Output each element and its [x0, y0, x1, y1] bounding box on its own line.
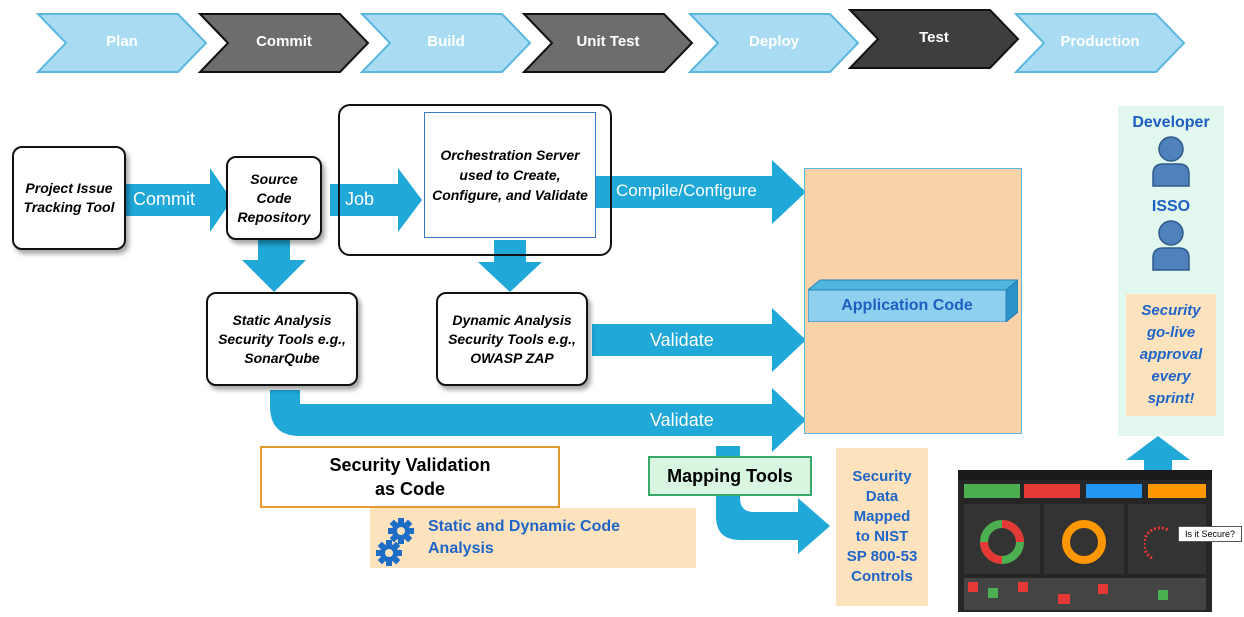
repo-down-arrow — [242, 240, 306, 292]
application-code-box: Application Code — [808, 278, 1018, 322]
isso-icon — [1152, 220, 1190, 271]
gear-icon — [376, 540, 402, 566]
commit-arrow — [126, 168, 232, 232]
orchestration-box: Orchestration Server used to Create, Con… — [424, 112, 596, 238]
stage-commit: Commit — [198, 12, 370, 74]
developer-icon — [1152, 136, 1190, 187]
mapping-tools-box: Mapping Tools — [648, 456, 812, 496]
compile-arrow — [596, 160, 806, 224]
application-code-label: Application Code — [841, 297, 973, 314]
compile-arrow-label: Compile/Configure — [616, 181, 757, 200]
developer-label: Developer — [1132, 114, 1210, 131]
approval-note: Security go-live approval every sprint! — [1126, 294, 1216, 416]
validate-arrow-label-1: Validate — [650, 330, 714, 350]
issue-tracker-box: Project Issue Tracking Tool — [12, 146, 126, 250]
stage-production: Production — [1014, 12, 1186, 74]
stage-plan: Plan — [36, 12, 208, 74]
orch-down-arrow — [478, 240, 542, 292]
gear-icon — [388, 518, 414, 544]
job-arrow — [330, 168, 422, 232]
static-dynamic-box: Static and Dynamic Code Analysis — [370, 508, 696, 568]
job-arrow-label: Job — [345, 189, 375, 209]
static-dynamic-label: Static and Dynamic Code Analysis — [428, 518, 621, 557]
security-validation-box: Security Validation as Code — [260, 446, 560, 508]
is-it-secure-callout: Is it Secure? — [1178, 526, 1242, 542]
dynamic-analysis-box: Dynamic Analysis Security Tools e.g., OW… — [436, 292, 588, 386]
source-repo-box: Source Code Repository — [226, 156, 322, 240]
approvers-panel: Developer ISSO Security go-live approval… — [1118, 106, 1224, 436]
stage-test: Test — [848, 8, 1020, 70]
stage-unit-test: Unit Test — [522, 12, 694, 74]
orchestration-frame — [338, 104, 612, 256]
commit-arrow-label: Commit — [133, 189, 195, 209]
security-data-box: Security Data Mapped to NIST SP 800-53 C… — [836, 448, 928, 606]
approval-up-arrow — [1126, 436, 1190, 470]
mapping-arrow — [716, 446, 830, 554]
dashboard-screenshot — [958, 470, 1212, 612]
stage-deploy: Deploy — [688, 12, 860, 74]
validate-arrow-1 — [592, 308, 806, 372]
validate-arrow-label-2: Validate — [650, 410, 714, 430]
stage-build: Build — [360, 12, 532, 74]
isso-label: ISSO — [1151, 198, 1191, 215]
validate-arrow-2 — [270, 388, 806, 452]
static-analysis-box: Static Analysis Security Tools e.g., Son… — [206, 292, 358, 386]
